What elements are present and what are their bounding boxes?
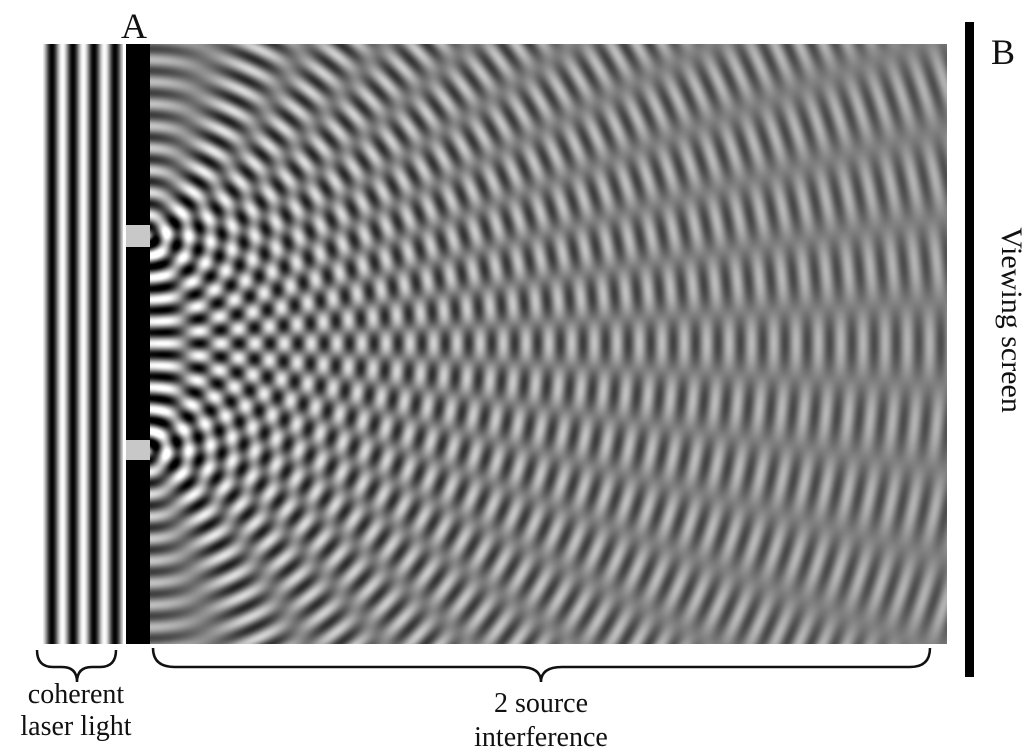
interference-pattern bbox=[150, 44, 947, 644]
slit-upper bbox=[126, 225, 150, 247]
screen-label: B bbox=[991, 32, 1015, 72]
coherent-caption-line1: coherent bbox=[28, 679, 125, 710]
interference-caption-line2: interference bbox=[474, 722, 608, 753]
slit-barrier bbox=[126, 44, 150, 644]
interference-brace bbox=[153, 648, 930, 682]
coherent-light-brace bbox=[37, 650, 116, 682]
interference-region bbox=[150, 44, 947, 644]
slit-label: A bbox=[121, 6, 147, 46]
coherent-caption-line2: laser light bbox=[20, 711, 131, 742]
coherent-light-region bbox=[43, 44, 123, 644]
plane-wave-pattern bbox=[43, 44, 123, 644]
slit-lower bbox=[126, 440, 150, 460]
interference-caption-line1: 2 source bbox=[494, 688, 588, 719]
viewing-screen-bar bbox=[965, 22, 974, 677]
screen-caption: Viewing screen bbox=[995, 227, 1026, 413]
barrier-segment-top bbox=[126, 44, 150, 225]
barrier-segment-bottom bbox=[126, 460, 150, 644]
barrier-segment-middle bbox=[126, 247, 150, 440]
